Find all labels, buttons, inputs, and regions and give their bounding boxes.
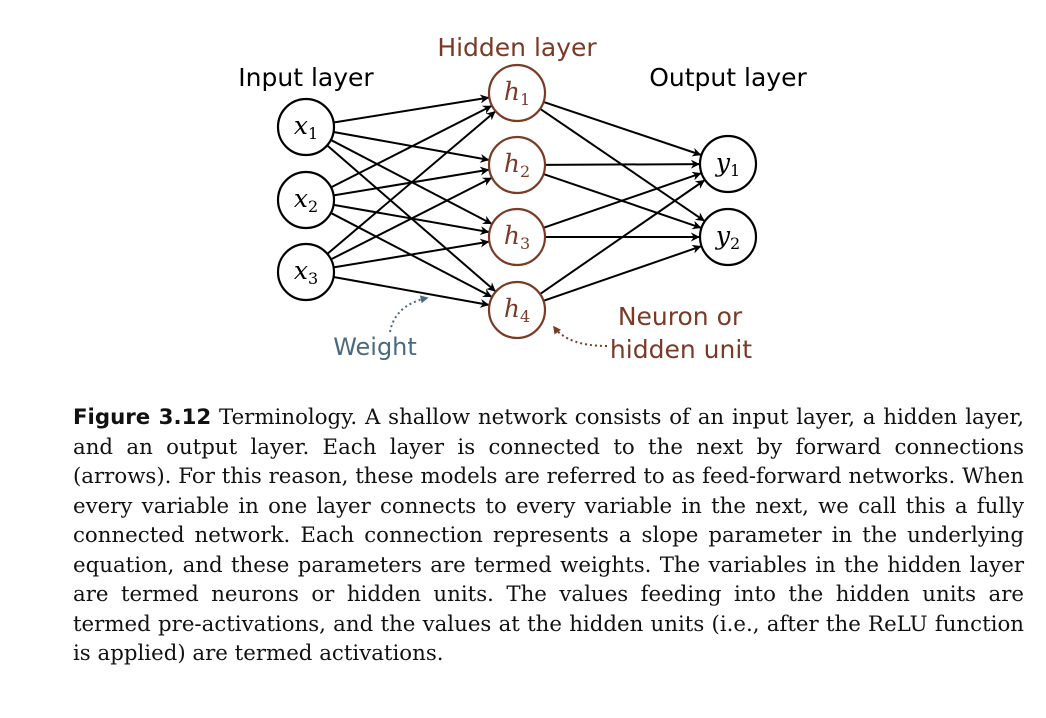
node-subscript: 1 xyxy=(730,161,740,180)
node-variable: h xyxy=(504,221,520,250)
node-variable: y xyxy=(715,148,731,177)
hidden-node-3: h3 xyxy=(487,207,547,267)
weight-arrow-h4-y2 xyxy=(543,244,702,302)
caption-label: Figure 3.12 xyxy=(73,405,212,430)
weight-arrow-x2-h1 xyxy=(330,105,492,189)
hidden-node-circle xyxy=(487,135,547,195)
hidden-node-label: h3 xyxy=(504,221,530,253)
output-node-circle xyxy=(698,207,758,267)
weight-arrow-h4-y1 xyxy=(539,179,705,295)
node-subscript: 3 xyxy=(308,269,318,288)
node-subscript: 3 xyxy=(520,234,530,253)
node-subscript: 2 xyxy=(520,162,530,181)
output-node-label: y2 xyxy=(715,221,740,253)
weight-arrow-h1-y1 xyxy=(543,100,702,157)
input-node-label: x2 xyxy=(294,184,318,216)
neuron-pointer-arrow xyxy=(553,325,608,347)
node-variable: x xyxy=(294,184,308,213)
node-subscript: 1 xyxy=(520,90,530,109)
weight-arrow-h3-y1 xyxy=(543,171,702,229)
input-layer-title: Input layer xyxy=(238,63,374,92)
node-subscript: 2 xyxy=(730,234,740,253)
node-variable: h xyxy=(504,149,520,178)
hidden-node-label: h2 xyxy=(504,149,530,181)
input-node-circle xyxy=(276,242,336,302)
hidden-node-1: h1 xyxy=(487,63,547,123)
output-node-circle xyxy=(698,134,758,194)
node-subscript: 1 xyxy=(308,124,318,143)
node-variable: x xyxy=(294,256,308,285)
input-node-label: x3 xyxy=(294,256,318,288)
hidden-node-label: h4 xyxy=(504,294,530,326)
weight-label: Weight xyxy=(333,333,417,361)
hidden-node-label: h1 xyxy=(504,77,530,109)
node-variable: x xyxy=(294,111,308,140)
weight-arrow-h2-y1 xyxy=(544,159,700,169)
output-layer-title: Output layer xyxy=(649,63,807,92)
node-subscript: 4 xyxy=(520,307,530,326)
weight-pointer-arrow xyxy=(389,295,429,333)
weight-arrow-x3-h1 xyxy=(326,110,496,255)
hidden-node-circle xyxy=(487,63,547,123)
caption-text: Terminology. A shallow network consists … xyxy=(73,405,1024,666)
network-diagram: Input layer Hidden layer Output layer x1… xyxy=(238,33,807,364)
figure-caption: Figure 3.12 Terminology. A shallow netwo… xyxy=(73,403,1024,669)
input-node-2: x2 xyxy=(276,170,336,230)
input-node-circle xyxy=(276,170,336,230)
output-node-1: y1 xyxy=(698,134,758,194)
weight-arrow-x3-h3 xyxy=(333,238,490,269)
weight-arrow-x3-h4 xyxy=(333,275,490,308)
hidden-node-circle xyxy=(487,280,547,340)
node-variable: y xyxy=(715,221,731,250)
input-node-1: x1 xyxy=(276,97,336,157)
node-variable: h xyxy=(504,294,520,323)
node-variable: h xyxy=(504,77,520,106)
weight-arrow-x1-h1 xyxy=(333,94,490,124)
hidden-node-4: h4 xyxy=(487,280,547,340)
hidden-layer-title: Hidden layer xyxy=(437,33,597,62)
input-node-circle xyxy=(276,97,336,157)
hidden-node-2: h2 xyxy=(487,135,547,195)
neuron-label-line1: Neuron or xyxy=(618,302,743,331)
connections xyxy=(326,94,705,308)
input-node-3: x3 xyxy=(276,242,336,302)
hidden-node-circle xyxy=(487,207,547,267)
output-node-2: y2 xyxy=(698,207,758,267)
weight-arrow-x3-h2 xyxy=(330,177,492,261)
input-node-label: x1 xyxy=(294,111,318,143)
output-node-label: y1 xyxy=(715,148,740,180)
node-subscript: 2 xyxy=(308,197,318,216)
neuron-label-line2: hidden unit xyxy=(610,335,752,364)
